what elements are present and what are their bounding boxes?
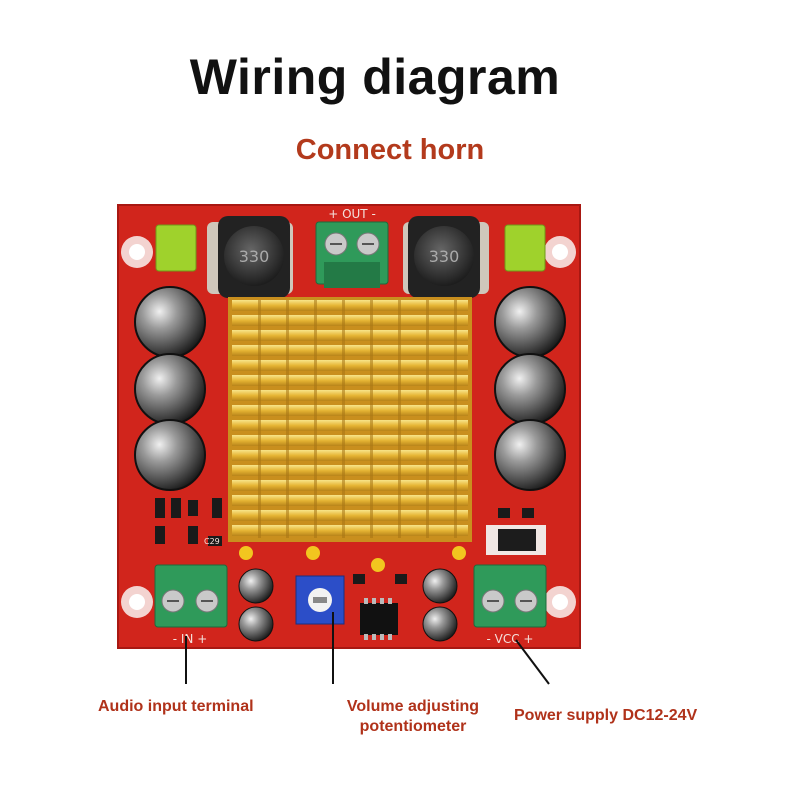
- heatsink-fin: [232, 495, 468, 506]
- heatsink-fin: [232, 420, 468, 431]
- volume-potentiometer-label: Volume adjusting potentiometer: [328, 697, 498, 737]
- heatsink-fin: [232, 315, 468, 326]
- electrolytic-capacitor: [494, 419, 566, 491]
- heatsink-fin: [232, 435, 468, 446]
- electrolytic-capacitor: [134, 419, 206, 491]
- volume-label-line2: potentiometer: [359, 718, 467, 735]
- diode: [486, 508, 546, 555]
- ceramic-capacitor: [371, 558, 385, 572]
- heatsink-slot: [342, 300, 345, 538]
- heatsink: [228, 297, 472, 542]
- mounting-hole: [544, 586, 576, 618]
- heatsink-slot: [314, 300, 317, 538]
- heatsink-fin: [232, 360, 468, 371]
- heatsink-fin: [232, 480, 468, 491]
- smd-component: [395, 574, 407, 584]
- electrolytic-capacitor: [494, 286, 566, 358]
- heatsink-fin: [232, 525, 468, 536]
- ceramic-capacitor: [239, 546, 253, 560]
- heatsink-fin: [232, 345, 468, 356]
- mounting-hole: [121, 236, 153, 268]
- mounting-hole: [544, 236, 576, 268]
- page-title: Wiring diagram: [189, 49, 561, 105]
- film-capacitor: [155, 224, 197, 272]
- inductor-code: 330: [429, 247, 460, 266]
- heatsink-fin: [232, 510, 468, 521]
- audio-input-terminal: [154, 564, 228, 628]
- electrolytic-capacitor: [134, 286, 206, 358]
- heatsink-fin: [232, 330, 468, 341]
- heatsink-slot: [258, 300, 261, 538]
- electrolytic-capacitor: [238, 606, 274, 642]
- heatsink-fin: [232, 405, 468, 416]
- inductor: 330: [207, 216, 293, 298]
- electrolytic-capacitor: [134, 353, 206, 425]
- volume-potentiometer: [295, 575, 345, 625]
- speaker-output-terminal: [315, 221, 389, 288]
- heatsink-slot: [286, 300, 289, 538]
- heatsink-slot: [454, 300, 457, 538]
- heatsink-fin: [232, 465, 468, 476]
- heatsink-fin: [232, 450, 468, 461]
- heatsink-fin: [232, 375, 468, 386]
- leader-line-power: [515, 639, 550, 685]
- power-supply-label: Power supply DC12-24V: [514, 707, 698, 724]
- power-supply-terminal: [473, 564, 547, 628]
- volume-label-line1: Volume adjusting: [346, 698, 480, 715]
- heatsink-slot: [426, 300, 429, 538]
- mounting-hole: [121, 586, 153, 618]
- electrolytic-capacitor: [422, 606, 458, 642]
- film-capacitor: [504, 224, 546, 272]
- smd-components: [155, 498, 222, 546]
- electrolytic-capacitor: [422, 568, 458, 604]
- heatsink-slot: [370, 300, 373, 538]
- page-subtitle: Connect horn: [295, 134, 485, 166]
- power-silkscreen: - VCC +: [487, 632, 534, 646]
- input-silkscreen: - IN +: [173, 632, 208, 646]
- output-silkscreen: + OUT -: [328, 207, 376, 221]
- smd-component: [353, 574, 365, 584]
- electrolytic-capacitor: [238, 568, 274, 604]
- heatsink-fin: [232, 300, 468, 311]
- inductor-code: 330: [239, 247, 270, 266]
- ic-chip: [360, 598, 398, 640]
- audio-input-label: Audio input terminal: [98, 698, 254, 715]
- electrolytic-capacitor: [494, 353, 566, 425]
- inductor: 330: [403, 216, 489, 298]
- heatsink-fin: [232, 390, 468, 401]
- ceramic-capacitor: [452, 546, 466, 560]
- heatsink-slot: [398, 300, 401, 538]
- ceramic-capacitor: [306, 546, 320, 560]
- silkscreen-cap-mark: C29: [204, 537, 220, 546]
